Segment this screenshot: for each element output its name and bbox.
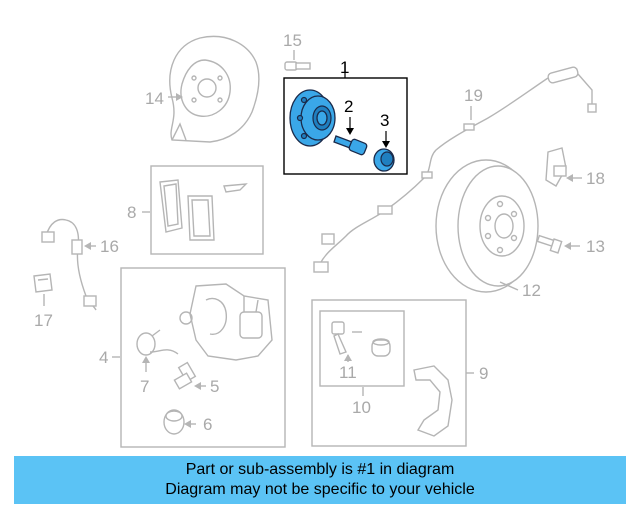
arrow-6 (184, 420, 191, 428)
disc-screw-part (536, 234, 563, 254)
wheel-hub-part (289, 89, 336, 147)
callout-17: 17 (34, 311, 53, 330)
guide-sleeve-part (371, 338, 391, 357)
caliper-cap-part (163, 409, 185, 435)
guide-pin-box (319, 310, 405, 387)
brake-caliper-part (179, 283, 273, 361)
callout-10: 10 (352, 398, 371, 417)
arrow-2 (346, 128, 354, 135)
brake-pads-part (159, 179, 248, 241)
callout-4: 4 (99, 348, 108, 367)
brake-pads-box (150, 165, 264, 255)
bleeder-screw-part (173, 361, 197, 390)
brake-disc-part (435, 159, 539, 293)
hose-clip-part (33, 273, 53, 293)
callout-13: 13 (586, 237, 605, 256)
arrow-18 (566, 174, 573, 182)
banner-line-1: Part or sub-assembly is #1 in diagram (185, 461, 455, 478)
callout-12: 12 (522, 281, 541, 300)
callout-7: 7 (140, 377, 149, 396)
brake-hose-part (41, 218, 97, 311)
callout-3: 3 (380, 111, 389, 130)
callout-9: 9 (479, 364, 488, 383)
banner-line-2: Diagram may not be specific to your vehi… (165, 481, 475, 498)
dust-shield-part (169, 35, 260, 143)
abs-sensor-wire-part (313, 66, 597, 273)
info-banner: Part or sub-assembly is #1 in diagram Di… (14, 456, 626, 504)
arrow-3 (382, 141, 390, 148)
spring-clip-part (136, 329, 179, 356)
parts-diagram: 14 15 1 2 3 19 (33, 31, 605, 448)
callout-16: 16 (100, 237, 119, 256)
callout-2: 2 (344, 97, 353, 116)
arrow-14 (176, 93, 183, 101)
arrow-7 (142, 356, 150, 363)
speed-sensor-part (545, 147, 567, 187)
caliper-box (120, 267, 286, 448)
callout-line-12 (499, 281, 519, 291)
caliper-carrier-part (413, 365, 453, 437)
callout-18: 18 (586, 169, 605, 188)
arrow-5 (194, 382, 201, 390)
arrow-13 (564, 242, 571, 250)
shield-bolt-part (284, 61, 311, 71)
callout-15: 15 (283, 31, 302, 50)
callout-19: 19 (464, 86, 483, 105)
callout-6: 6 (203, 415, 212, 434)
hub-bolt-part (333, 135, 368, 156)
guide-bolt-part (331, 321, 347, 355)
callout-8: 8 (127, 203, 136, 222)
callout-5: 5 (210, 377, 219, 396)
arrow-16 (84, 242, 91, 250)
dust-cap-part (373, 148, 395, 172)
callout-14: 14 (145, 89, 164, 108)
arrow-11 (344, 354, 352, 361)
callout-11: 11 (339, 363, 357, 382)
